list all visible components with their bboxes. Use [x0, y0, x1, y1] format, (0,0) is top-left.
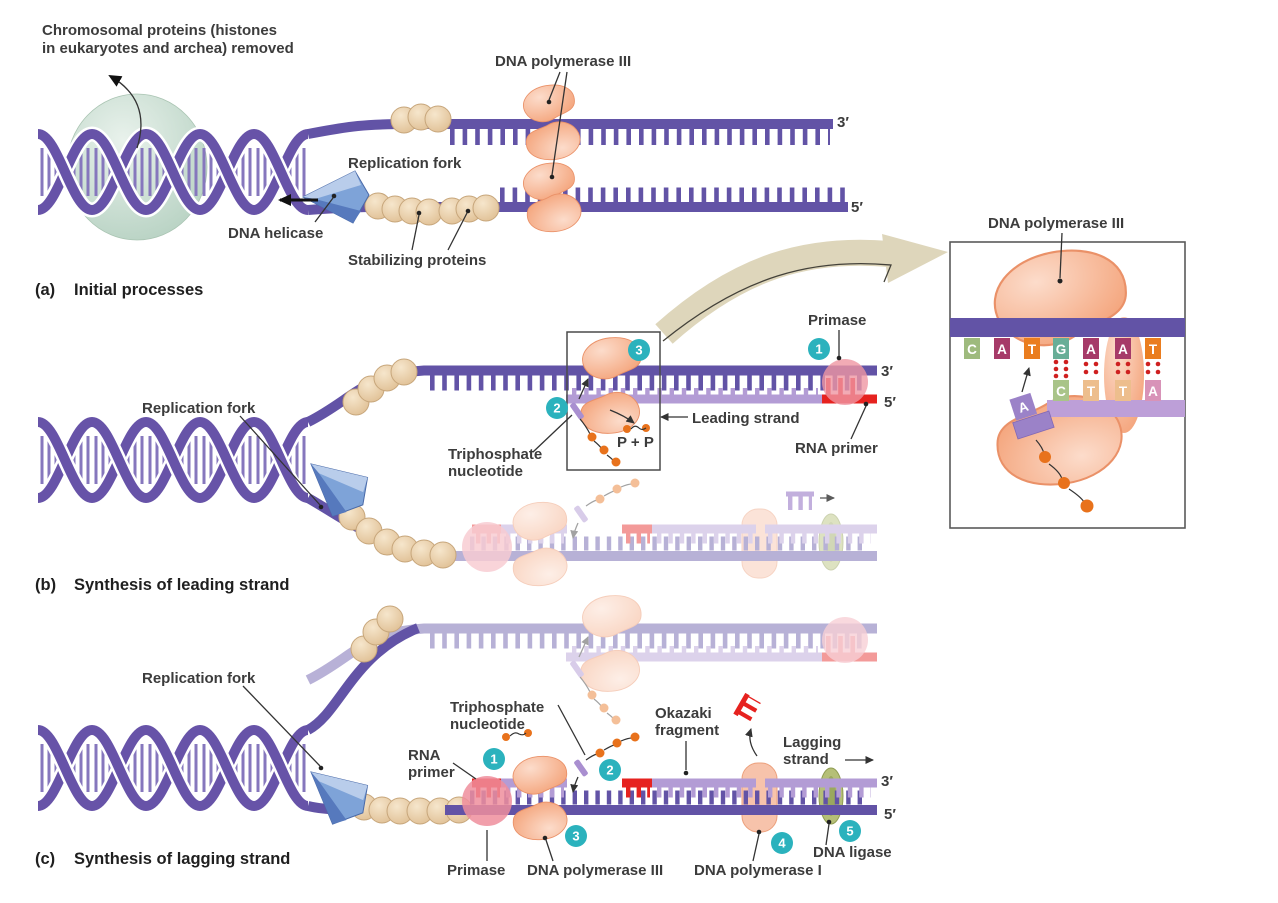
inset-template-strand [950, 318, 1185, 337]
svg-text:C: C [967, 342, 977, 357]
section-b-title-prefix: (b) [35, 576, 56, 594]
dna-double-helix-c [38, 730, 308, 806]
lagging-strand-label-line2: strand [783, 751, 829, 768]
section-a-title: Initial processes [74, 281, 203, 299]
dna-helicase-label: DNA helicase [228, 225, 323, 242]
five-prime-label-b: 5′ [884, 394, 896, 411]
stabilizing-protein-beads-b-lower [338, 503, 457, 569]
stabilizing-protein-beads-b-upper [342, 358, 418, 416]
rna-primer-label-c-line2: primer [408, 764, 455, 781]
svg-text:C: C [1056, 384, 1066, 399]
section-c-title: Synthesis of lagging strand [74, 850, 290, 868]
inset-new-strand [1047, 400, 1185, 417]
dna-polymerase-iii-label-c: DNA polymerase III [527, 862, 663, 879]
replication-fork-label-a: Replication fork [348, 155, 462, 172]
step-badge-2-c-num: 2 [606, 763, 613, 778]
three-prime-label-b: 3′ [881, 363, 893, 380]
primer-removal-arrow [744, 728, 758, 757]
step-badge-4-c-num: 4 [778, 836, 786, 851]
replication-fork-label-c: Replication fork [142, 670, 256, 687]
section-c-title-prefix: (c) [35, 850, 55, 868]
step-badge-4-c [771, 832, 793, 854]
inset-top-bases: C A T G A A T [964, 338, 1161, 359]
triphosphate-label-c-line2: nucleotide [450, 716, 525, 733]
incoming-nucleotide: A [1009, 392, 1055, 440]
svg-text:T: T [1119, 384, 1128, 399]
section-a-initial-processes: Chromosomal proteins (histones in eukary… [35, 22, 863, 299]
step-badge-2-b [546, 397, 568, 419]
nucleotide-insert-arrow [1021, 367, 1031, 393]
rna-primer-label-b: RNA primer [795, 440, 878, 457]
five-prime-label-c: 5′ [884, 806, 896, 823]
step-badge-1-c [483, 748, 505, 770]
step-badge-5-c-num: 5 [846, 824, 853, 839]
purple-fragment-preview [786, 491, 835, 510]
leading-fork-curve-c [305, 623, 420, 735]
svg-text:A: A [1118, 342, 1128, 357]
svg-text:A: A [1148, 384, 1158, 399]
inset-dna-polymerase-iii: C A T G A A T C T T A [949, 215, 1186, 529]
step-badge-2-b-num: 2 [553, 401, 560, 416]
svg-text:T: T [1087, 384, 1096, 399]
section-b-leading-strand: 1 2 3 Replication fork Primase 3′ 5′ Lea… [35, 312, 896, 594]
step-badge-1-c-num: 1 [490, 752, 497, 767]
hydrogen-bond-dots [1053, 359, 1161, 379]
removal-arrow [108, 75, 142, 149]
dna-polymerase-i-label: DNA polymerase I [694, 862, 822, 879]
stabilizing-proteins-label: Stabilizing proteins [348, 252, 486, 269]
primase-label-b: Primase [808, 312, 866, 329]
leading-strand-label: Leading strand [692, 410, 800, 427]
inset-phosphate-chain [1035, 439, 1094, 513]
dna-polymerase-iii-blobs-a [519, 79, 585, 237]
triphosphate-label-c-line1: Triphosphate [450, 699, 544, 716]
step-badge-3-b [628, 339, 650, 361]
three-prime-label-a: 3′ [837, 114, 849, 131]
primase-label-c: Primase [447, 862, 505, 879]
step-badge-3-c [565, 825, 587, 847]
rna-primer-label-c-line1: RNA [408, 747, 441, 764]
dna-ligase-label: DNA ligase [813, 844, 892, 861]
lagging-strand-label-line1: Lagging [783, 734, 841, 751]
leading-strand-assembly [308, 333, 877, 467]
okazaki-label-line2: fragment [655, 722, 719, 739]
replication-fork-label-b: Replication fork [142, 400, 256, 417]
okazaki-label-line1: Okazaki [655, 705, 712, 722]
svg-text:A: A [997, 342, 1007, 357]
dna-polymerase-iii-label-a: DNA polymerase III [495, 53, 631, 70]
step-badge-5-c [839, 820, 861, 842]
pyrophosphate-label: P + P [617, 434, 654, 451]
section-c-lagging-strand: 1 2 3 4 5 Replication fork Triphosphate … [35, 591, 896, 879]
displaced-rna-primer [733, 692, 761, 722]
step-badge-2-c [599, 759, 621, 781]
svg-text:A: A [1086, 342, 1096, 357]
chromosomal-proteins-label-line1: Chromosomal proteins (histones [42, 22, 277, 39]
dna-helicase-wedge-c [293, 751, 379, 835]
inset-title: DNA polymerase III [988, 215, 1124, 232]
svg-text:T: T [1028, 342, 1037, 357]
zoom-callout-box [566, 331, 661, 471]
five-prime-label-a: 5′ [851, 199, 863, 216]
step-badge-3-b-num: 3 [635, 343, 642, 358]
section-a-title-prefix: (a) [35, 281, 55, 299]
dna-double-helix-b [38, 422, 308, 498]
step-badge-1-b [808, 338, 830, 360]
section-b-title: Synthesis of leading strand [74, 576, 289, 594]
chromosomal-proteins-label-line2: in eukaryotes and archea) removed [42, 40, 294, 57]
three-prime-label-c: 3′ [881, 773, 893, 790]
svg-text:A: A [1016, 399, 1030, 416]
step-badge-1-b-num: 1 [815, 342, 822, 357]
step-badge-3-c-num: 3 [572, 829, 579, 844]
inset-bottom-bases: C T T A [1053, 380, 1161, 401]
pyrophosphate-release-arrow [609, 409, 635, 424]
callout-arrow [655, 234, 948, 344]
triphosphate-label-b-line1: Triphosphate [448, 446, 542, 463]
svg-text:G: G [1056, 342, 1067, 357]
dna-helicase-wedge-b [293, 443, 379, 527]
svg-text:T: T [1149, 342, 1158, 357]
triphosphate-label-b-line2: nucleotide [448, 463, 523, 480]
